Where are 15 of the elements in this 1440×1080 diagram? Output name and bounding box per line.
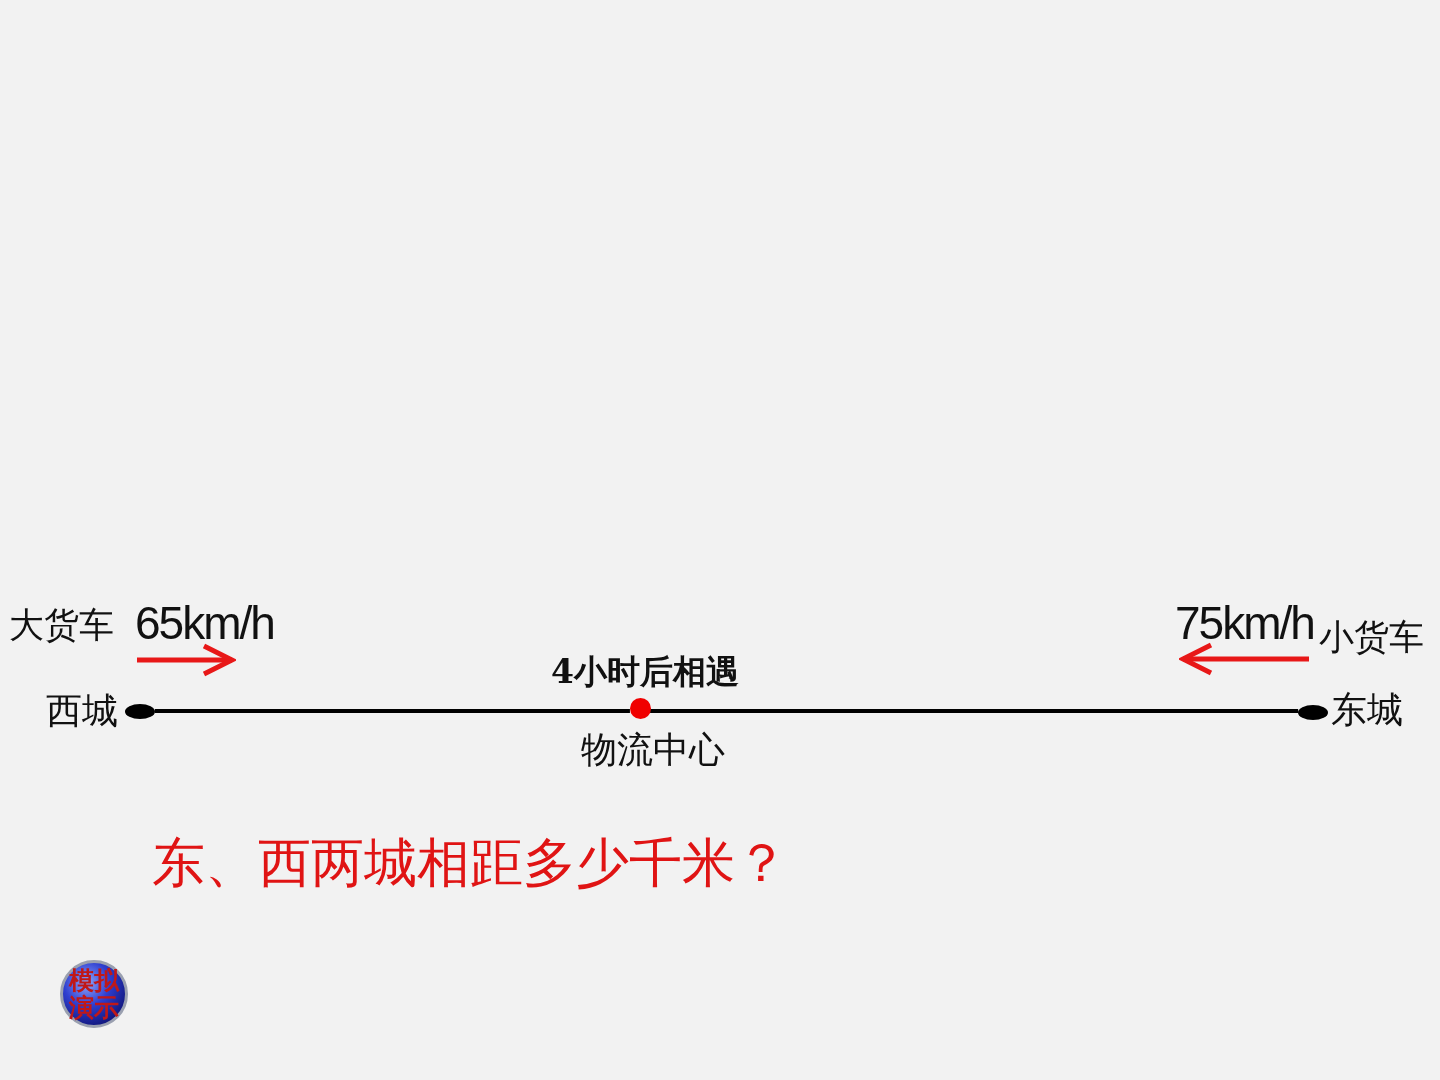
- question-text: 东、西两城相距多少千米？: [152, 836, 788, 889]
- city-label: 东城: [1331, 692, 1403, 728]
- vehicle-label: 小货车: [1319, 620, 1424, 655]
- vehicle-label: 大货车: [9, 608, 114, 643]
- time-label: 4小时后相遇: [551, 655, 739, 688]
- endpoint-dot: [1298, 704, 1328, 720]
- meeting-dot: [629, 697, 651, 719]
- place-label: 物流中心: [581, 732, 725, 768]
- speed-label: 65km/h: [135, 600, 274, 646]
- city-label: 西城: [46, 693, 118, 729]
- speed-label: 75km/h: [1175, 600, 1314, 646]
- route-line: [155, 709, 630, 713]
- route-line: [650, 709, 1299, 713]
- demo-button: 模拟演示: [60, 960, 128, 1028]
- endpoint-dot: [125, 703, 155, 719]
